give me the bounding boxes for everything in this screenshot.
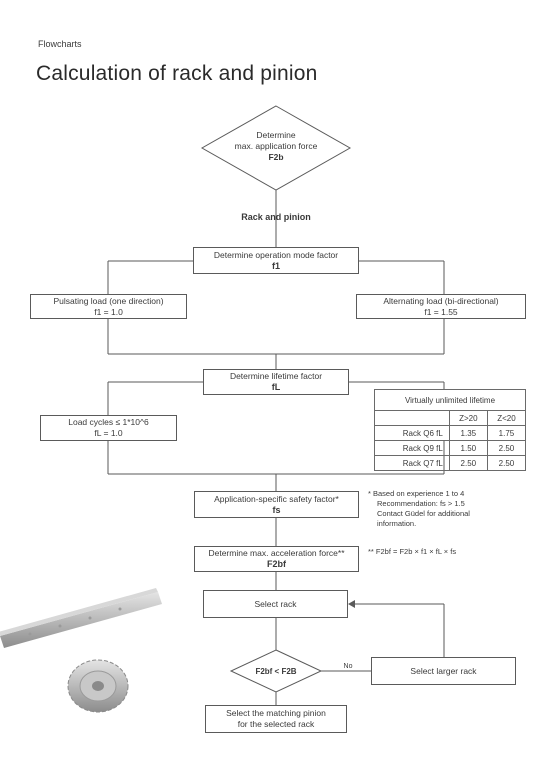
rack-pinion-label: Rack and pinion <box>241 212 311 222</box>
rack-image <box>0 588 162 648</box>
load-cycles-box: Load cycles ≤ 1*10^6 fL = 1.0 <box>40 415 177 441</box>
alternating-load-box: Alternating load (bi-directional) f1 = 1… <box>356 294 526 319</box>
start-text: Determine max. application force F2b <box>226 130 326 163</box>
arrow-head <box>348 600 355 608</box>
pinion-image <box>67 659 129 713</box>
symbol-f2b: F2b <box>268 152 284 162</box>
safety-note: * Based on experience 1 to 4 Recommendat… <box>368 489 470 528</box>
decision-text: F2bf < F2B <box>255 667 297 676</box>
lifetime-table-title: Virtually unlimited lifetime <box>374 389 526 411</box>
operation-mode-box: Determine operation mode factor f1 <box>193 247 359 274</box>
section-label: Flowcharts <box>38 39 82 49</box>
no-label: No <box>343 663 353 670</box>
formula-note: ** F2bf = F2b × f1 × fL × fs <box>368 547 457 556</box>
page-title: Calculation of rack and pinion <box>36 62 318 85</box>
safety-factor-box: Application-specific safety factor* fs <box>194 491 359 518</box>
lifetime-factor-box: Determine lifetime factor fL <box>203 369 349 395</box>
select-pinion-box: Select the matching pinion for the selec… <box>205 705 347 733</box>
pulsating-load-box: Pulsating load (one direction) f1 = 1.0 <box>30 294 187 319</box>
select-larger-rack-box: Select larger rack <box>371 657 516 685</box>
acceleration-force-box: Determine max. acceleration force** F2bf <box>194 546 359 572</box>
table-row: Rack Q7 fL 2.50 2.50 <box>374 455 527 471</box>
table-row: Z>20 Z<20 <box>374 410 527 426</box>
rack-pinion-illustration <box>0 588 162 713</box>
select-rack-box: Select rack <box>203 590 348 618</box>
lifetime-table: Virtually unlimited lifetime Z>20 Z<20 R… <box>374 389 527 471</box>
table-row: Rack Q9 fL 1.50 2.50 <box>374 440 527 456</box>
table-row: Rack Q6 fL 1.35 1.75 <box>374 425 527 441</box>
